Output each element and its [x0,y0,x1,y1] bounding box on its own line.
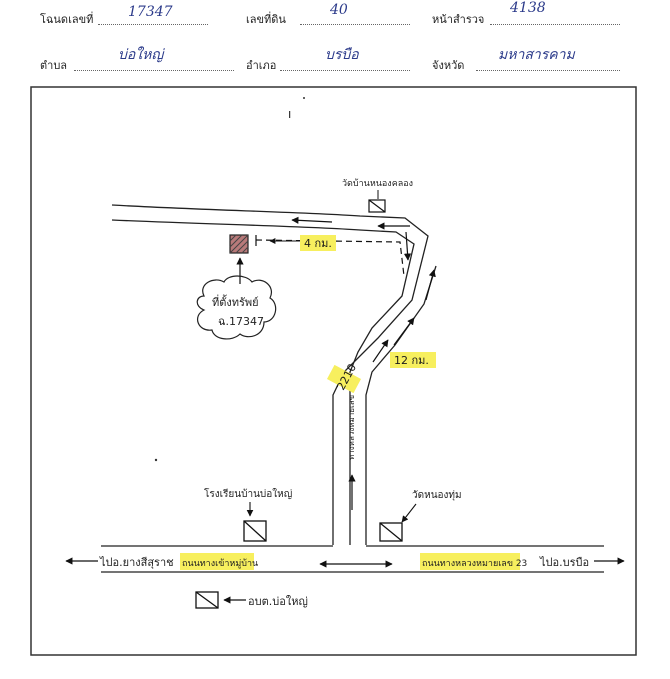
temple-south-pointer [401,503,417,523]
north-road-upper-edge [111,204,429,545]
property-label-line1: ที่ตั้งทรัพย์ [212,294,259,309]
legend-label: อบต.บ่อใหญ่ [248,595,308,608]
province-label: จังหวัด [432,59,465,72]
tambon-dots [74,70,234,71]
school-label: โรงเรียนบ้านบ่อใหญ่ [204,487,292,500]
road-left-name: ถนนทางเข้าหมู่บ้าน [182,558,258,569]
amphoe-dots [280,70,410,71]
right-destination: ไปอ.บรบือ [539,556,589,569]
road-side-label: ทางหลวงหมายเลข [347,395,356,460]
deed-number-label: โฉนดเลขที่ [40,13,94,26]
north-road-lower-edge [111,219,415,545]
stray-dot-left [154,458,158,462]
amphoe-label: อำเภอ [246,59,277,72]
road-right-highlight [420,553,520,570]
distance-12km: 12 กม. [394,354,429,367]
stray-dot-top [303,97,305,99]
distance-4km: 4 กม. [304,237,332,250]
temple-north-diagonal [368,199,386,213]
survey-page-value: 4138 [510,0,546,16]
distance-12km-highlight [390,352,436,368]
distance-4km-highlight [300,235,336,251]
land-number-dots [300,24,410,25]
deed-number-value: 17347 [128,4,173,20]
temple-north-label: วัดบ้านหนองคลอง [342,178,413,189]
road-left-highlight [180,553,254,570]
tambon-label: ตำบล [40,59,68,72]
road-right-name: ถนนทางหลวงหมายเลข 23 [422,559,527,569]
arrow-west-north-road [291,216,333,224]
amphoe-value: บรบือ [325,47,359,63]
legend-diagonal [195,591,219,609]
arrow-along-2210-low [372,339,389,363]
temple-south-diagonal [379,522,403,542]
arrow-along-2210-up [425,269,436,301]
province-value: มหาสารคาม [498,47,575,63]
survey-page-label: หน้าสำรวจ [432,13,485,26]
property-label-line2: ฉ.17347 [218,315,264,328]
map-frame [30,86,637,656]
land-number-label: เลขที่ดิน [246,13,286,26]
arrow-down-north [403,231,412,261]
north-mark: ı [288,107,291,121]
road-2210-right-edge [365,265,437,545]
school-diagonal [243,520,267,542]
left-destination: ไปอ.ยางสีสุราช [99,556,174,569]
arrow-along-2210-mid [393,317,415,346]
tambon-value: บ่อใหญ่ [118,47,164,63]
deed-number-dots [98,24,208,25]
survey-page-dots [490,24,620,25]
property-hatch [229,234,249,254]
dashed-route [255,239,405,277]
temple-south-label: วัดหนองทุ่ม [412,490,462,501]
road-number-highlight [327,364,361,394]
province-dots [476,70,620,71]
property-cloud [196,275,277,340]
land-number-value: 40 [330,2,348,18]
